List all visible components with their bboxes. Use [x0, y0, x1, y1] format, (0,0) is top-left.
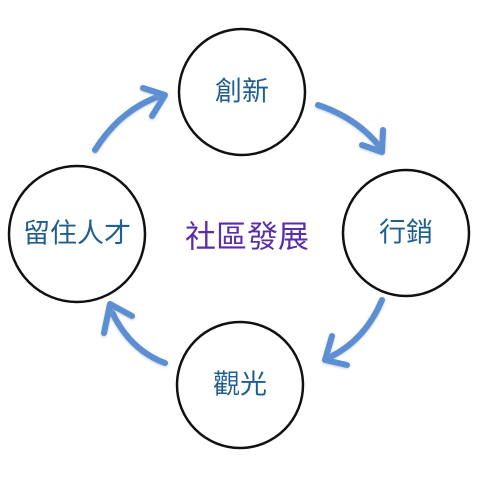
node-talent-retention: 留住人才 [7, 164, 147, 304]
node-tourism-circle [175, 320, 305, 450]
node-innovation-label: 創新 [215, 77, 269, 108]
node-innovation: 創新 [177, 27, 307, 157]
arrow-tourism-to-retention [101, 301, 168, 366]
arrow-innovation-to-marketing [315, 102, 386, 155]
node-marketing: 行銷 [341, 168, 471, 298]
node-talent-retention-circle [7, 164, 147, 304]
arrow-marketing-to-tourism [322, 297, 385, 368]
cycle-arrows [92, 85, 386, 368]
arrow-retention-to-innovation [92, 85, 168, 153]
center-label: 社區發展 [185, 220, 309, 256]
node-marketing-label: 行銷 [379, 218, 433, 249]
node-marketing-circle [341, 168, 471, 298]
node-tourism-label: 觀光 [213, 370, 267, 401]
node-tourism: 觀光 [175, 320, 305, 450]
node-innovation-circle [177, 27, 307, 157]
node-talent-retention-label: 留住人才 [23, 219, 131, 250]
